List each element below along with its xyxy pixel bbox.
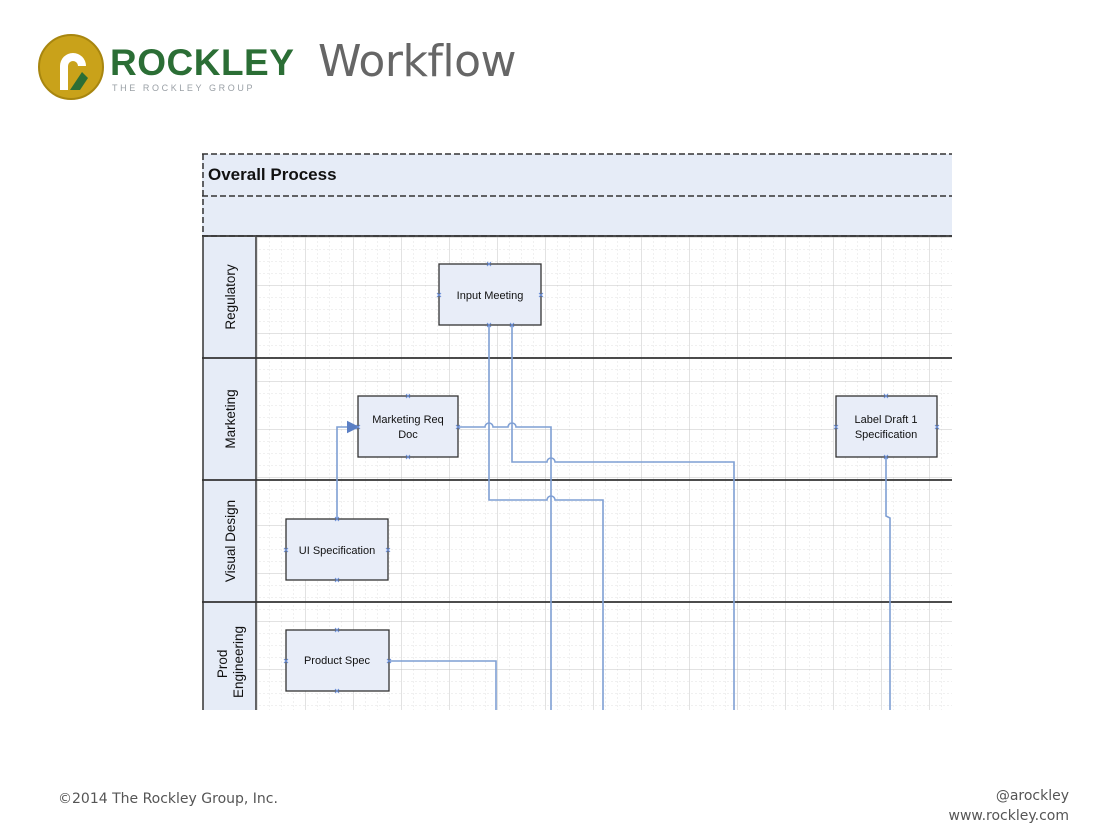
footer-copyright: ©2014 The Rockley Group, Inc. <box>58 791 278 807</box>
connector-label-draft-out <box>885 458 891 710</box>
pool-secondary-band <box>202 196 952 236</box>
rockley-logo-mark-icon <box>38 34 104 100</box>
box-input-meeting-label: Input Meeting <box>457 290 524 302</box>
box-label-draft-label-line1: Label Draft 1 <box>855 414 918 426</box>
lane-label-regulatory: Regulatory <box>223 264 238 330</box>
connector-ui-to-mrd <box>336 420 360 519</box>
connector-mrd-out <box>458 422 552 710</box>
connectors <box>336 325 891 710</box>
lane-label-marketing: Marketing <box>223 389 238 448</box>
box-product-spec[interactable]: Product Spec <box>285 629 390 692</box>
box-input-meeting[interactable]: Input Meeting <box>438 263 542 326</box>
box-ui-specification-label: UI Specification <box>299 545 375 557</box>
lane-label-visual-design: Visual Design <box>223 500 238 582</box>
footer-contact: @arockley www.rockley.com <box>949 786 1069 826</box>
slide-title: Workflow <box>318 36 517 87</box>
box-product-spec-label: Product Spec <box>304 655 371 667</box>
rockley-logo <box>36 32 276 102</box>
workflow-diagram: Overall Process Regulatory Marketing Vis… <box>202 153 952 710</box>
footer-website[interactable]: www.rockley.com <box>948 808 1069 824</box>
connector-product-out <box>389 660 497 710</box>
footer-handle[interactable]: @arockley <box>995 788 1069 804</box>
pool-title: Overall Process <box>208 165 337 184</box>
box-marketing-req-doc-label-line2: Doc <box>398 429 418 441</box>
brand-subtitle: THE ROCKLEY GROUP <box>112 83 256 93</box>
box-ui-specification[interactable]: UI Specification <box>285 518 389 581</box>
box-label-draft-label-line2: Specification <box>855 429 917 441</box>
lane-label-column <box>203 237 256 710</box>
brand-name: ROCKLEY <box>110 42 295 83</box>
pool-title-band <box>202 154 952 196</box>
connection-markers <box>283 261 940 694</box>
box-label-draft-1[interactable]: Label Draft 1 Specification <box>835 395 938 458</box>
box-marketing-req-doc-label-line1: Marketing Req <box>372 414 444 426</box>
lane-label-prod-engineering: Prod Engineering <box>215 626 246 698</box>
box-marketing-req-doc[interactable]: Marketing Req Doc <box>357 395 459 458</box>
